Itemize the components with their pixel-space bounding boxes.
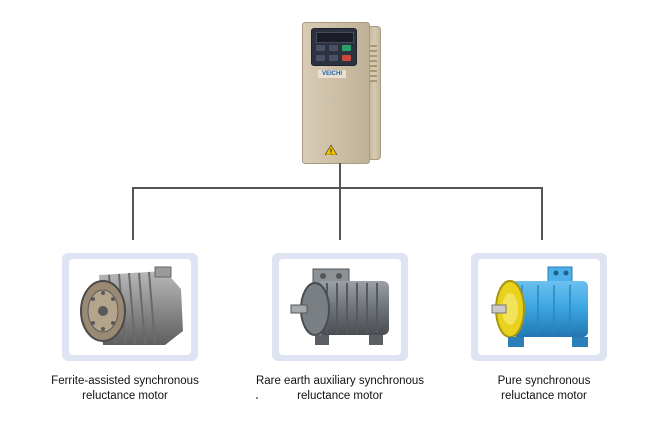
motor-panel-rare-earth bbox=[272, 253, 408, 361]
keypad-key bbox=[329, 55, 338, 61]
branch-line-right bbox=[541, 187, 543, 240]
keypad-key bbox=[329, 45, 338, 51]
caption-rare-earth: Rare earth auxiliary synchronous relucta… bbox=[240, 374, 440, 404]
bus-line bbox=[132, 187, 543, 189]
caption-line: Rare earth auxiliary synchronous bbox=[255, 375, 425, 387]
caption-line: reluctance motor bbox=[297, 390, 383, 402]
keypad-key bbox=[316, 45, 325, 51]
caption-line: reluctance motor bbox=[501, 390, 587, 402]
caption-line: Ferrite-assisted synchronous bbox=[51, 375, 199, 387]
caption-pure: Pure synchronous reluctance motor bbox=[444, 374, 644, 404]
drive-vent-grill bbox=[368, 42, 377, 82]
keypad-stop-key bbox=[342, 55, 351, 61]
drive-indicator bbox=[329, 98, 335, 104]
caption-line: Pure synchronous bbox=[497, 375, 591, 387]
rare-earth-motor-icon bbox=[290, 268, 389, 345]
drive-brand-logo: VEICHI bbox=[318, 70, 346, 78]
pure-motor-icon bbox=[491, 266, 588, 347]
trunk-line bbox=[339, 163, 341, 188]
drive-display bbox=[316, 32, 354, 43]
caption-line: reluctance motor bbox=[82, 390, 168, 402]
motor-panel-ferrite bbox=[62, 253, 198, 361]
ferrite-motor-icon bbox=[80, 266, 183, 345]
keypad-key bbox=[316, 55, 325, 61]
stray-mark bbox=[256, 397, 258, 399]
vfd-drive: VEICHI bbox=[302, 22, 381, 164]
drive-keypad bbox=[311, 28, 357, 66]
warning-icon bbox=[325, 145, 337, 155]
motor-panel-pure bbox=[471, 253, 607, 361]
branch-line-left bbox=[132, 187, 134, 240]
branch-line-middle bbox=[339, 187, 341, 240]
keypad-run-key bbox=[342, 45, 351, 51]
drive-front: VEICHI bbox=[302, 22, 370, 164]
caption-ferrite: Ferrite-assisted synchronous reluctance … bbox=[25, 374, 225, 404]
